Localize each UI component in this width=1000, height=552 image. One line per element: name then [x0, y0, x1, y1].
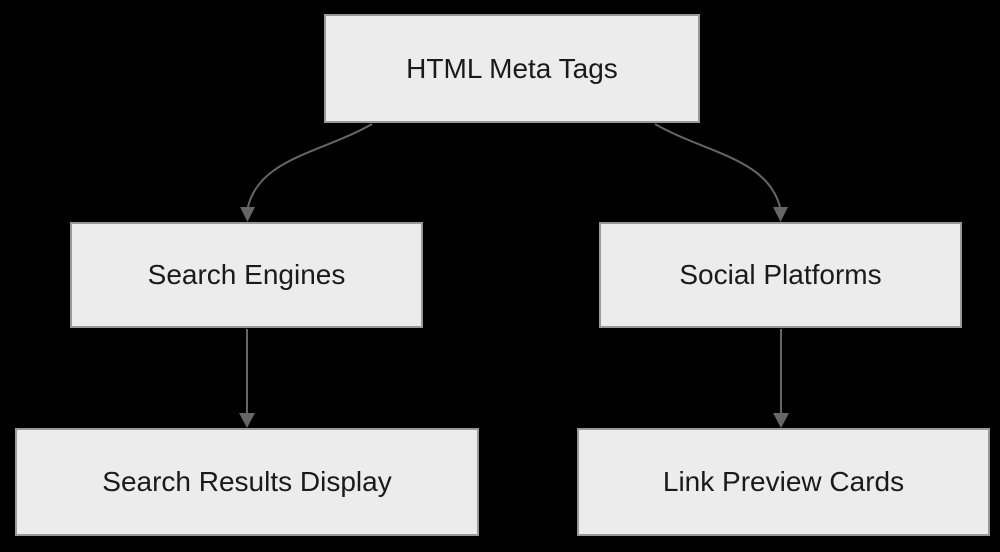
node-label: Search Engines: [147, 259, 346, 291]
arrowhead-icon: [239, 413, 255, 428]
node-label: Social Platforms: [679, 259, 882, 291]
node-search-results-display: Search Results Display: [15, 428, 479, 536]
node-social-platforms: Social Platforms: [599, 222, 962, 328]
arrowhead-icon: [773, 207, 788, 222]
node-html-meta-tags: HTML Meta Tags: [324, 14, 700, 123]
arrowhead-icon: [773, 413, 789, 428]
node-link-preview-cards: Link Preview Cards: [577, 428, 990, 536]
node-search-engines: Search Engines: [70, 222, 423, 328]
edge-root-to-social-platforms: [654, 123, 782, 210]
arrowhead-icon: [240, 207, 255, 222]
node-label: Search Results Display: [102, 466, 392, 498]
node-label: Link Preview Cards: [662, 466, 905, 498]
edge-root-to-search-engines: [246, 123, 373, 210]
node-label: HTML Meta Tags: [406, 52, 618, 84]
